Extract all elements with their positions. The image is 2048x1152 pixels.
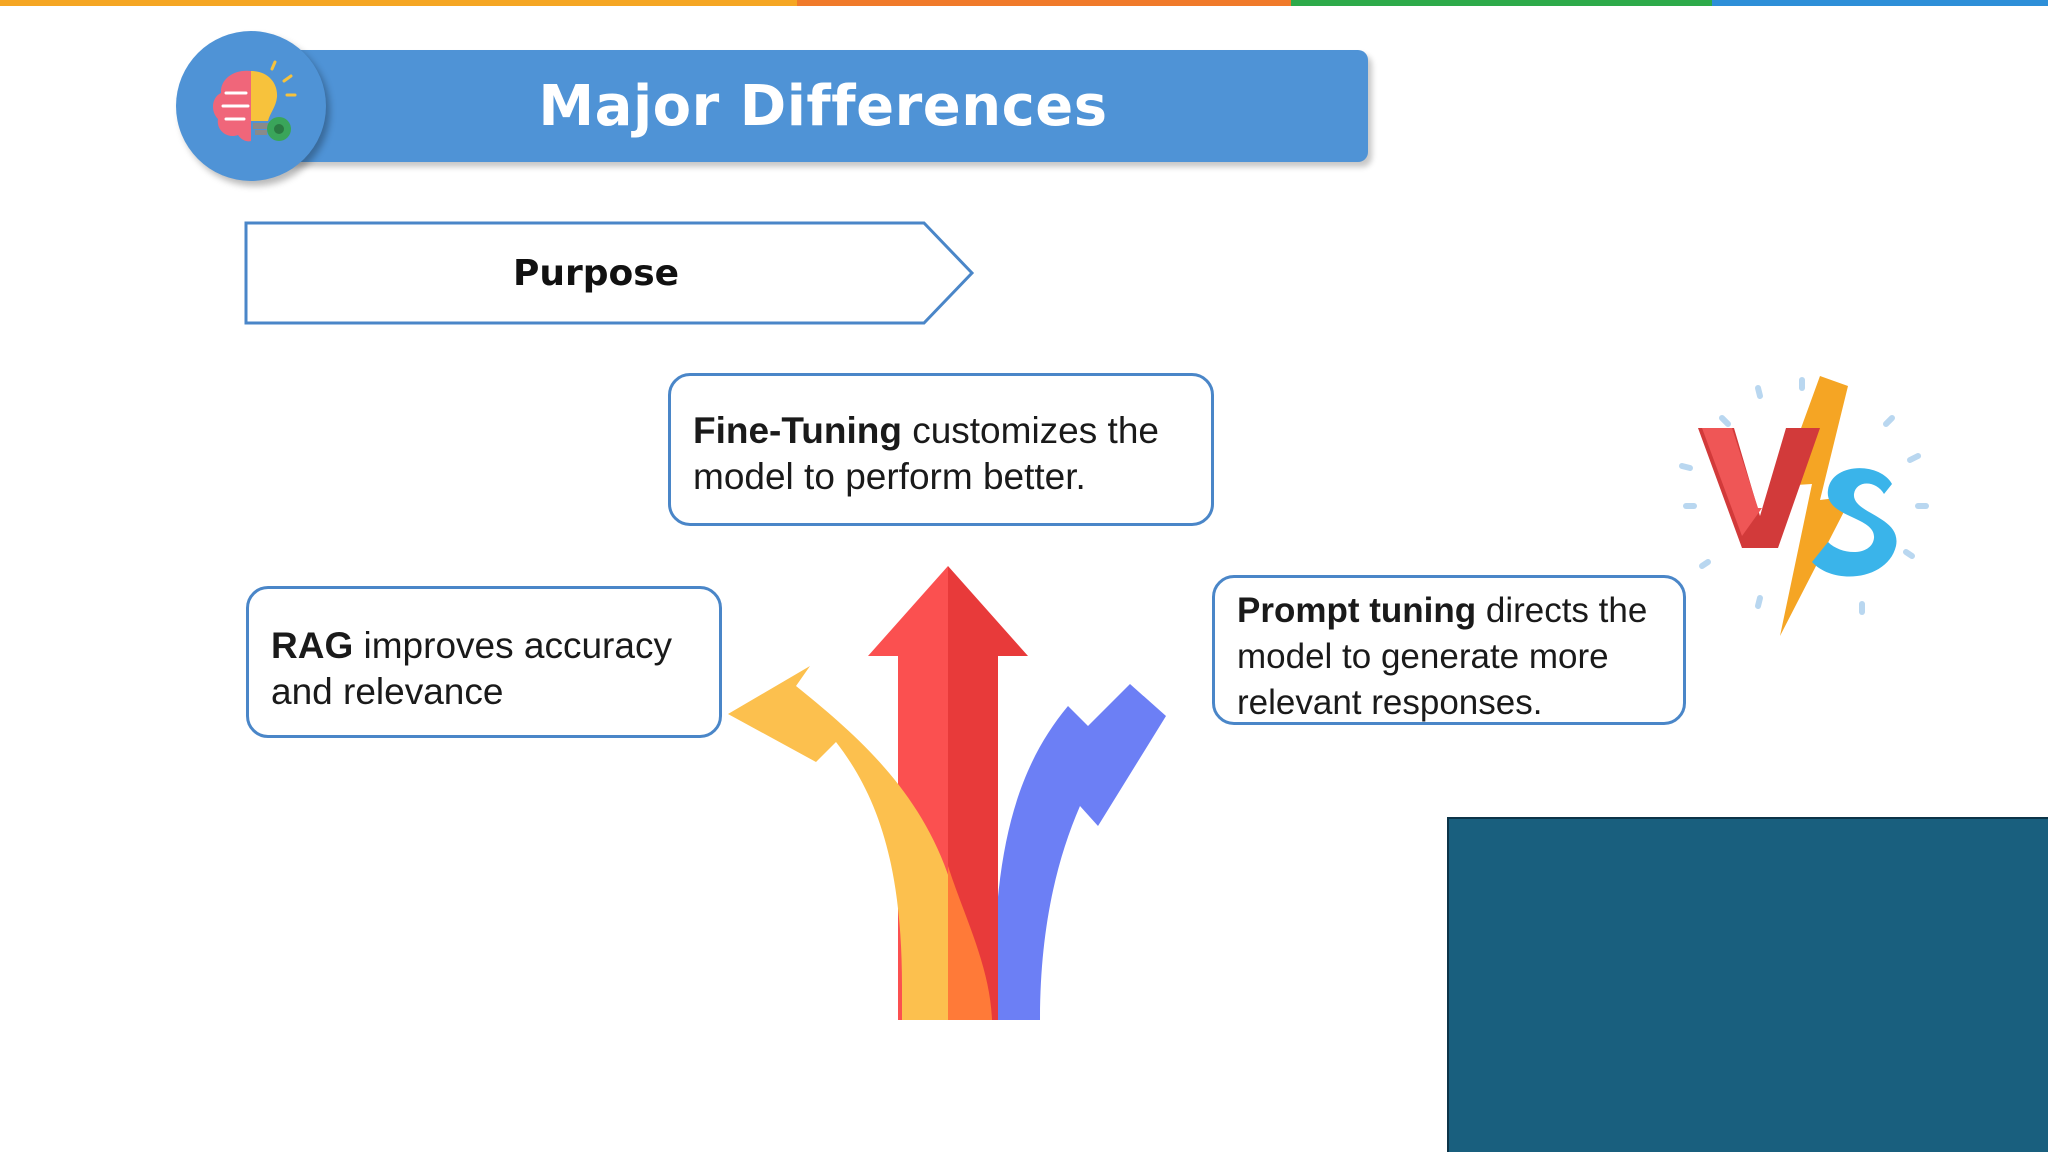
logo-badge [176, 31, 326, 181]
rag-box: RAG improves accuracy and relevance [246, 586, 722, 738]
rag-term: RAG [271, 625, 354, 666]
rag-description: improves accuracy and relevance [271, 625, 672, 712]
prompt-tuning-box: Prompt tuning directs the model to gener… [1212, 575, 1686, 725]
purpose-arrow-banner [244, 221, 975, 325]
page-title: Major Differences [538, 73, 1108, 139]
finetuning-box: Fine-Tuning customizes the model to perf… [668, 373, 1214, 526]
video-overlay-panel [1447, 817, 2048, 1152]
title-banner [278, 50, 1368, 162]
three-way-arrows-icon [728, 566, 1166, 1020]
finetuning-description: customizes the model to perform better. [693, 410, 1159, 497]
finetuning-term: Fine-Tuning [693, 410, 902, 451]
purpose-label: Purpose [512, 252, 680, 294]
prompt-tuning-term: Prompt tuning [1237, 591, 1477, 630]
brain-lightbulb-icon [212, 60, 297, 142]
top-color-stripe [0, 0, 2048, 6]
versus-icon [1679, 376, 1929, 636]
prompt-tuning-description: directs the model to generate more relev… [1237, 591, 1648, 722]
